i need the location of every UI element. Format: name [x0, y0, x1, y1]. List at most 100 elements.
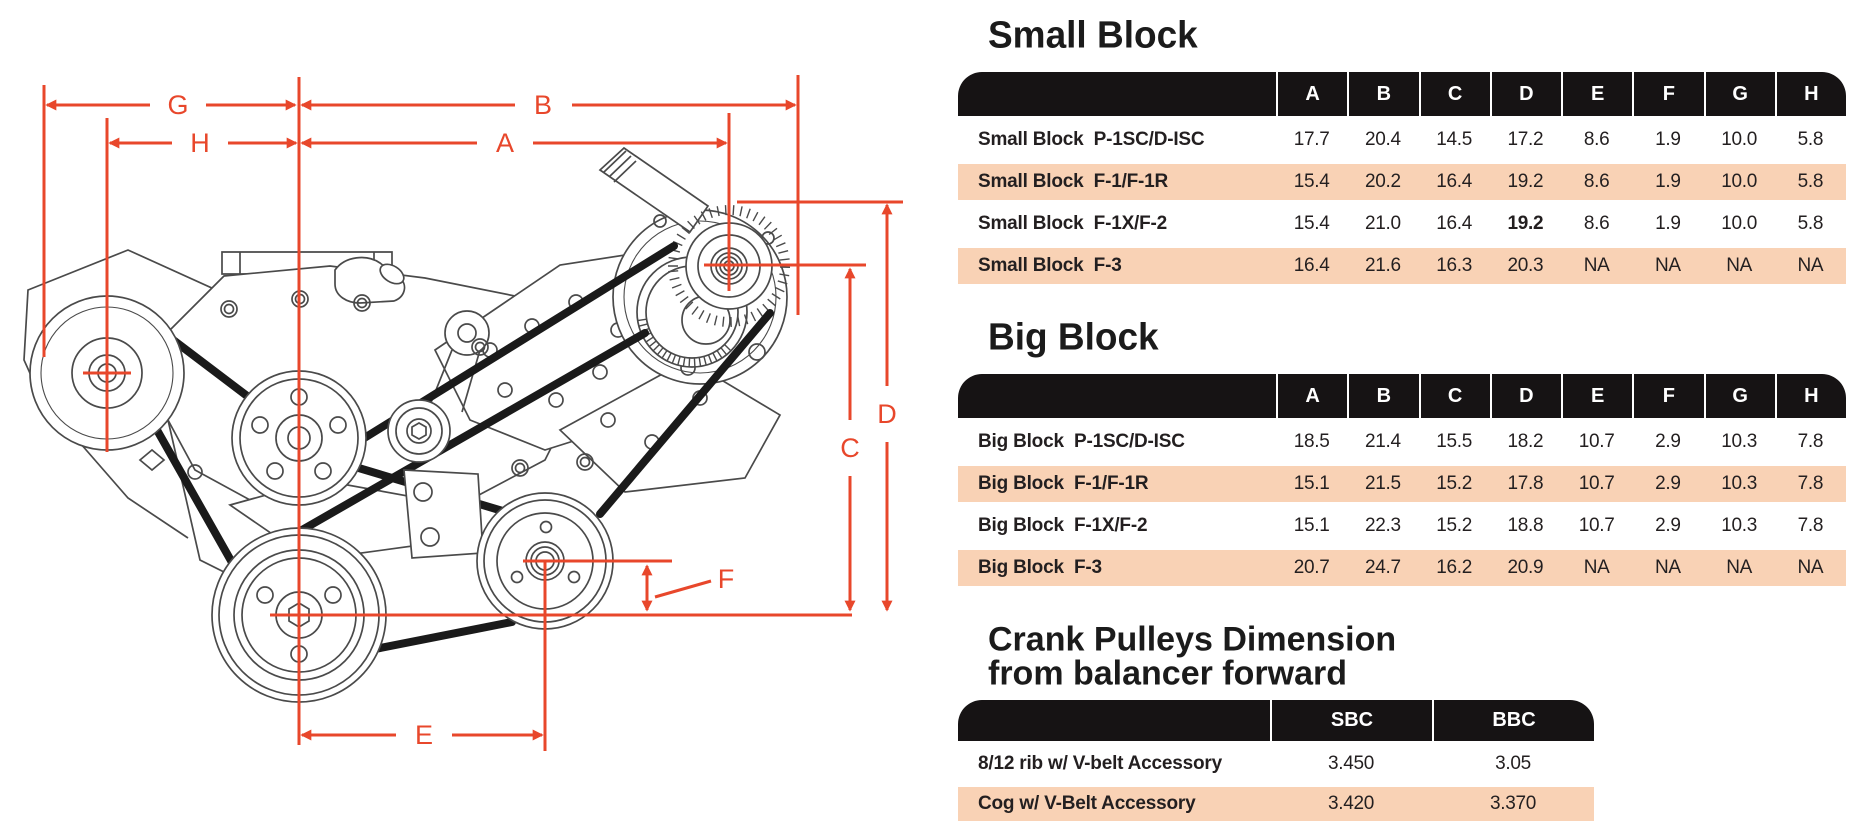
value-cell: 17.7 — [1293, 129, 1330, 150]
value-cell: 15.1 — [1293, 473, 1330, 494]
value-cell: NA — [1726, 557, 1753, 578]
value-cell: NA — [1583, 255, 1610, 276]
value-cell: 10.7 — [1578, 473, 1615, 494]
column-header: G — [1703, 72, 1775, 116]
value-cell: 1.9 — [1655, 129, 1681, 150]
value-cell: 20.2 — [1364, 171, 1401, 192]
row-label: Big Block F-1X/F-2 — [978, 515, 1148, 536]
value-cell: 2.9 — [1655, 431, 1681, 452]
value-cell: NA — [1654, 255, 1681, 276]
value-cell: 17.8 — [1507, 473, 1544, 494]
value-cell: 22.3 — [1364, 515, 1401, 536]
value-cell: 3.420 — [1327, 793, 1375, 814]
value-cell: 16.4 — [1436, 213, 1473, 234]
row-label: Big Block P-1SC/D-ISC — [978, 431, 1185, 452]
value-cell: 10.0 — [1721, 171, 1758, 192]
dim-label-h: H — [190, 128, 210, 158]
dim-label-a: A — [496, 128, 514, 158]
value-cell: 21.0 — [1364, 213, 1401, 234]
value-cell: 1.9 — [1655, 171, 1681, 192]
column-header: B — [1347, 374, 1418, 418]
dim-label-e: E — [415, 720, 433, 750]
value-cell: 10.7 — [1578, 515, 1615, 536]
value-cell: 8.6 — [1583, 213, 1610, 234]
value-cell: 15.2 — [1436, 473, 1473, 494]
value-cell: 21.5 — [1364, 473, 1401, 494]
value-cell: 10.0 — [1721, 129, 1758, 150]
value-cell: 16.4 — [1436, 171, 1473, 192]
column-header: H — [1774, 72, 1846, 116]
table-row: Small Block F-1X/F-2 15.4 21.0 16.4 19.2 8.6 1… — [958, 203, 1846, 245]
row-label: Big Block F-3 — [978, 557, 1102, 578]
value-cell: 3.05 — [1495, 753, 1531, 774]
row-label: 8/12 rib w/ V-belt Accessory — [978, 753, 1222, 774]
value-cell: 3.450 — [1327, 753, 1375, 774]
column-header: D — [1489, 72, 1561, 116]
value-cell: 2.9 — [1655, 473, 1681, 494]
dimension-labels: G B H A C D E F — [167, 90, 896, 750]
value-cell: 15.4 — [1293, 213, 1330, 234]
value-cell: 3.370 — [1489, 793, 1537, 814]
value-cell: NA — [1797, 255, 1824, 276]
column-header: C — [1418, 72, 1490, 116]
value-cell: 20.3 — [1507, 255, 1544, 276]
value-cell: 24.7 — [1364, 557, 1401, 578]
value-cell: 7.8 — [1797, 515, 1824, 536]
column-header: E — [1561, 72, 1632, 116]
value-cell: 18.5 — [1293, 431, 1330, 452]
column-header: F — [1632, 374, 1703, 418]
value-cell: 10.7 — [1578, 431, 1615, 452]
column-header: H — [1774, 374, 1846, 418]
value-cell: 17.2 — [1507, 129, 1544, 150]
row-label: Big Block F-1/F-1R — [978, 473, 1149, 494]
value-cell: 20.9 — [1507, 557, 1544, 578]
value-cell: 8.6 — [1583, 171, 1610, 192]
column-header: C — [1418, 374, 1490, 418]
value-cell: 2.9 — [1655, 515, 1681, 536]
value-cell: NA — [1797, 557, 1824, 578]
value-cell: NA — [1726, 255, 1753, 276]
big-block-title: Big Block — [988, 316, 1159, 358]
value-cell: 20.4 — [1364, 129, 1401, 150]
crank-title-line1: Crank Pulleys Dimension — [988, 620, 1397, 659]
row-label: Small Block F-1X/F-2 — [978, 213, 1168, 234]
value-cell: 20.7 — [1293, 557, 1330, 578]
value-cell: 15.1 — [1293, 515, 1330, 536]
dim-label-d: D — [877, 399, 897, 429]
column-header: E — [1561, 374, 1632, 418]
dim-label-g: G — [167, 90, 188, 120]
value-cell: 10.3 — [1721, 473, 1758, 494]
row-label: Small Block F-3 — [978, 255, 1122, 276]
value-cell: 19.2 — [1507, 171, 1544, 192]
value-cell: 21.6 — [1364, 255, 1401, 276]
column-header: A — [1276, 72, 1347, 116]
value-cell: 10.3 — [1721, 431, 1758, 452]
table-row: 8/12 rib w/ V-belt Accessory 3.450 3.05 — [958, 744, 1594, 784]
value-cell: NA — [1654, 557, 1681, 578]
crank-title-line2: from balancer forward — [988, 654, 1347, 693]
dim-label-c: C — [840, 433, 860, 463]
value-cell: 1.9 — [1655, 213, 1681, 234]
value-cell: 5.8 — [1797, 213, 1824, 234]
value-cell: 7.8 — [1797, 431, 1824, 452]
value-cell: 15.2 — [1436, 515, 1473, 536]
column-header: B — [1347, 72, 1418, 116]
header-spacer — [958, 72, 1276, 116]
header-spacer — [958, 374, 1276, 418]
value-cell: 15.5 — [1436, 431, 1473, 452]
table-row: Big Block F-1/F-1R 15.1 21.5 15.2 17.8 10.7 2.… — [958, 463, 1846, 505]
row-label: Cog w/ V-Belt Accessory — [978, 793, 1196, 814]
value-cell: 7.8 — [1797, 473, 1824, 494]
engine-dimension-diagram: G B H A C D E F — [23, 75, 903, 751]
value-cell: 19.2 — [1507, 213, 1544, 234]
value-cell: 16.2 — [1436, 557, 1473, 578]
